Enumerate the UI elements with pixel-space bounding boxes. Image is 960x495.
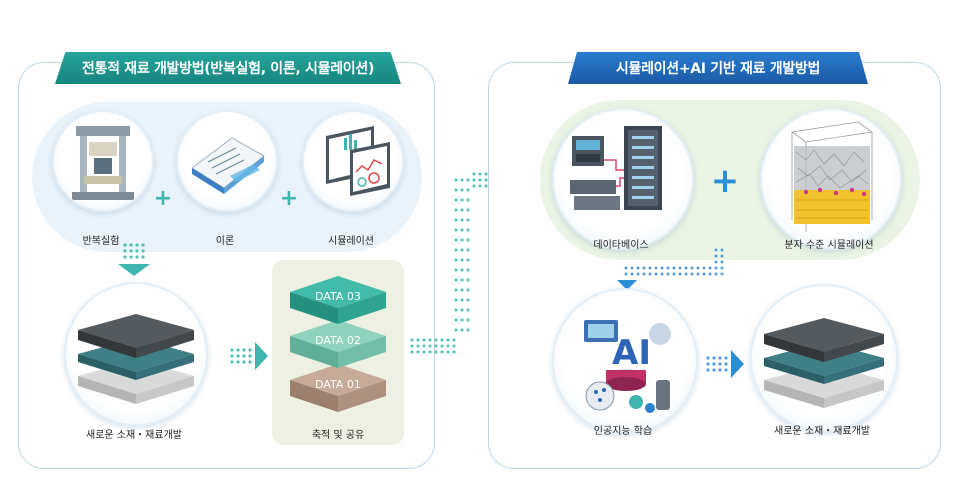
molecule-box-icon — [790, 121, 874, 232]
theory-label: 이론 — [215, 236, 235, 247]
database-label: 데이타베이스 — [593, 240, 649, 251]
material-layers-icon — [78, 314, 194, 404]
svg-text:AI: AI — [612, 333, 651, 373]
server-icon — [570, 126, 662, 210]
experiment-circle — [52, 110, 154, 212]
plus-icon-3: + — [710, 161, 740, 201]
simulation-label: 시뮬레이션 — [328, 236, 374, 247]
press-machine-icon — [72, 126, 134, 200]
left-material-circle — [64, 282, 208, 426]
molecular-simulation-circle — [760, 108, 902, 250]
data-stack-label: 축적 및 공유 — [311, 430, 365, 441]
monitor-chart-icon — [326, 126, 390, 196]
data-layer-1-label: DATA 01 — [315, 378, 361, 391]
ai-brain-icon: AI — [584, 320, 671, 413]
right-material-circle — [750, 284, 898, 432]
data-layer-2-label: DATA 02 — [315, 334, 361, 347]
material-layers-icon-2 — [764, 318, 884, 408]
molecular-simulation-label: 분자 수준 시뮬레이션 — [784, 240, 874, 251]
plus-icon-2: + — [279, 186, 299, 211]
left-panel-title: 전통적 재료 개발방법(반복실험, 이론, 시뮬레이션) — [55, 52, 401, 84]
ai-learning-label: 인공지능 학습 — [593, 426, 653, 437]
simulation-circle — [302, 110, 404, 212]
data-layer-3-label: DATA 03 — [315, 290, 361, 303]
right-result-label: 새로운 소재・재료개발 — [774, 426, 870, 437]
plus-icon-1: + — [153, 186, 173, 211]
data-stack-panel — [272, 260, 404, 445]
right-panel-title: 시뮬레이션+AI 기반 재료 개발방법 — [568, 52, 868, 84]
left-result-label: 새로운 소재・재료개발 — [86, 430, 182, 441]
experiment-label: 반복실험 — [82, 236, 120, 247]
theory-circle — [176, 110, 278, 212]
book-icon — [191, 137, 265, 194]
ai-learning-circle: AI — [552, 288, 698, 434]
database-circle — [552, 108, 694, 250]
